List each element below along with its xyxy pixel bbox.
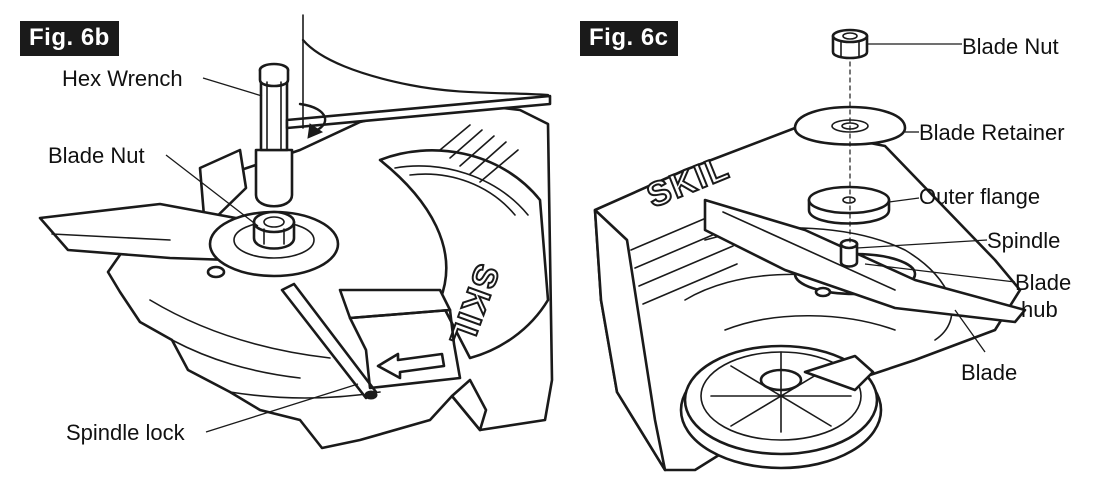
label-blade-retainer: Blade Retainer: [919, 120, 1065, 145]
leader-spindle: [856, 239, 988, 249]
label-spindle-lock: Spindle lock: [66, 420, 185, 445]
leader-blade-hub: [864, 263, 1016, 283]
label-hex-wrench: Hex Wrench: [62, 66, 183, 91]
wheel-6c: [679, 344, 883, 470]
spindle-6c: [839, 238, 859, 268]
label-blade-6c: Blade: [961, 360, 1018, 385]
figure-6b: SKIL: [20, 14, 554, 450]
vent-ribs: [439, 124, 519, 183]
blade-nut-6b: [252, 210, 296, 250]
label-blade-hub-line1: Blade: [1015, 270, 1072, 295]
deck-flap: [198, 148, 248, 230]
leader-blade: [954, 309, 986, 353]
deck-housing: [378, 149, 550, 360]
figure-6c-illustration: SKIL: [593, 28, 1027, 472]
figure-badge-6c: Fig. 6c: [580, 21, 678, 56]
leader-blade-nut-6b: [165, 154, 259, 227]
leader-outer-flange: [888, 197, 920, 203]
blade-nut-6c: [831, 28, 869, 60]
label-outer-flange: Outer flange: [919, 184, 1041, 209]
outer-flange-6c: [807, 185, 891, 225]
spindle-lock-pin: [280, 282, 378, 400]
figure-6b-illustration: SKIL: [38, 14, 554, 450]
leader-spindle-lock: [205, 383, 359, 433]
power-cable: [301, 38, 550, 97]
figure-badge-6b: Fig. 6b: [20, 21, 119, 56]
label-blade-nut-6c: Blade Nut: [962, 34, 1059, 59]
label-spindle: Spindle: [987, 228, 1061, 253]
label-blade-hub-line2: hub: [1021, 297, 1058, 322]
direction-arrow-6b: [376, 352, 446, 380]
hex-wrench: [254, 62, 552, 208]
label-blade-nut-6b: Blade Nut: [48, 143, 145, 168]
leader-hex-wrench: [202, 77, 263, 97]
figure-6c: SKIL: [555, 0, 1110, 486]
